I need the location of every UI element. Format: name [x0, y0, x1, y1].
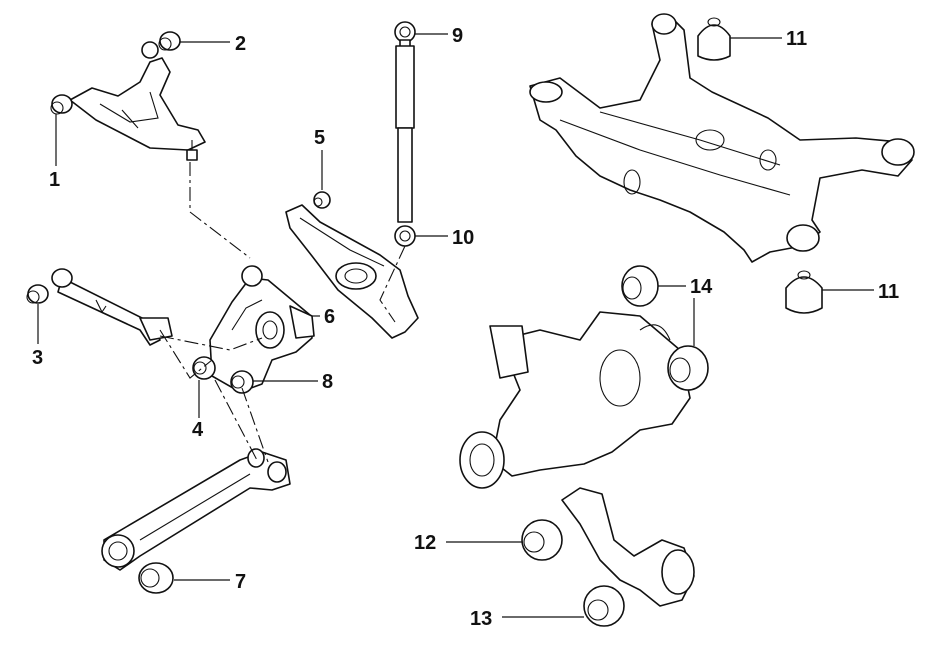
subframe-mount-lower: [785, 270, 823, 314]
callout-labels: 1 2 3 4 5 6 7 8 9 10 11 11 12 13 14: [32, 25, 899, 630]
callout-6: 6: [324, 306, 335, 328]
callout-2: 2: [235, 33, 246, 55]
callout-10: 10: [452, 227, 474, 249]
callout-14: 14: [690, 276, 713, 298]
diff-bushing-lower: [667, 345, 709, 391]
lateral-link: [51, 268, 173, 346]
callout-5: 5: [314, 127, 325, 149]
bushing-1: [50, 94, 73, 115]
bushing-8: [230, 370, 254, 394]
bushing-7: [138, 562, 174, 594]
callout-1: 1: [49, 169, 60, 191]
rear-subframe: [529, 13, 915, 263]
trailing-arm: [101, 448, 291, 571]
callout-13: 13: [470, 608, 492, 630]
subframe-mount-upper: [697, 17, 731, 61]
callout-8: 8: [322, 371, 333, 393]
knuckle: [209, 265, 315, 393]
assembly-lines: [159, 162, 406, 463]
bushing-2: [141, 31, 181, 59]
leader-lines: [37, 33, 874, 618]
diff-bushing-upper: [621, 265, 659, 307]
callout-3: 3: [32, 347, 43, 369]
bushing-5: [313, 191, 331, 209]
differential: [459, 311, 691, 489]
lower-control-arm: [285, 204, 419, 339]
callout-11-lower: 11: [878, 281, 899, 303]
callout-12: 12: [414, 532, 436, 554]
bushing-12: [521, 519, 563, 561]
diff-mount-bracket: [561, 487, 695, 607]
callout-9: 9: [452, 25, 463, 47]
callout-11-upper: 11: [786, 28, 807, 50]
shock-absorber: [394, 21, 416, 247]
upper-control-arm: [69, 57, 206, 161]
bushing-13: [583, 585, 625, 627]
callout-4: 4: [192, 419, 204, 441]
callout-7: 7: [235, 571, 246, 593]
bushing-3: [26, 284, 49, 304]
